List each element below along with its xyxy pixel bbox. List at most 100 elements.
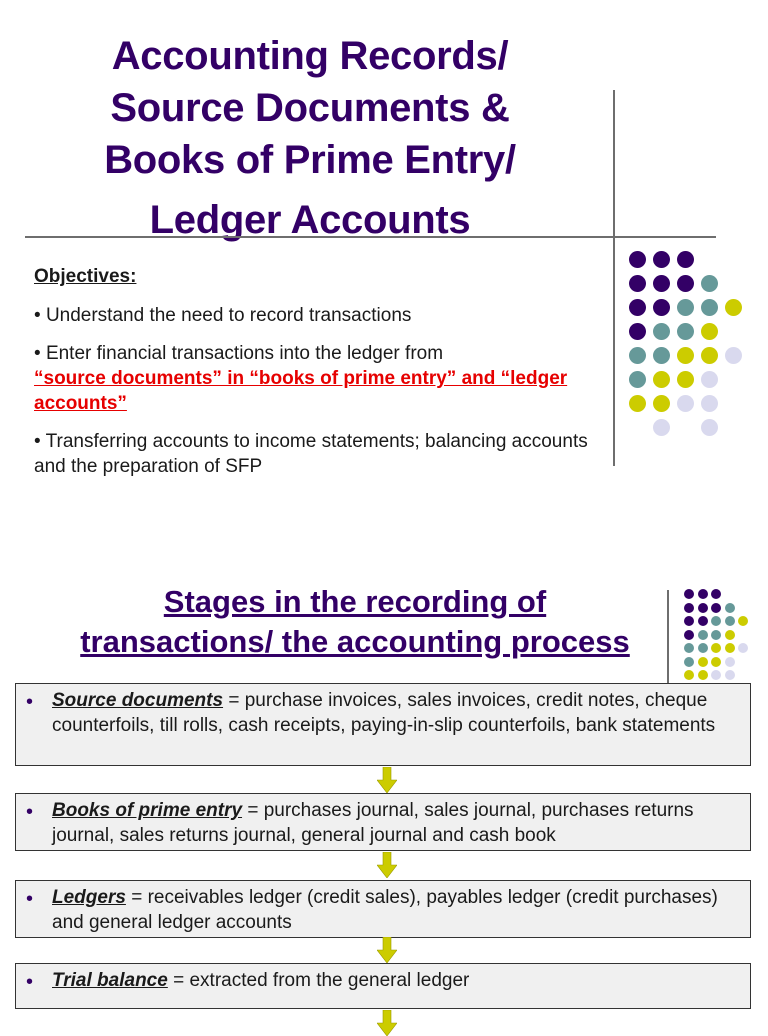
objectives-heading: Objectives: <box>34 266 137 287</box>
bullet-icon: • <box>26 691 34 713</box>
decorative-dot <box>628 322 646 340</box>
stage-term: Ledgers <box>52 887 126 908</box>
decorative-dot <box>711 670 721 680</box>
stage-term: Trial balance <box>52 970 168 991</box>
stage-term: Books of prime entry <box>52 800 243 821</box>
objective-text: Transferring accounts to income statemen… <box>34 431 588 477</box>
decorative-dot <box>628 346 646 364</box>
down-arrow-icon <box>377 1010 397 1036</box>
decorative-dot <box>697 602 708 613</box>
decorative-dot <box>628 370 646 388</box>
decorative-dot <box>724 643 735 653</box>
decorative-dot <box>628 394 646 412</box>
decorative-dot <box>700 418 718 436</box>
objective-text: Enter financial transactions into the le… <box>45 343 444 364</box>
decorative-dot <box>700 346 718 364</box>
objectives-section: Objectives: • Understand the need to rec… <box>34 264 594 492</box>
decorative-dot <box>684 589 694 599</box>
bullet: • <box>34 305 41 326</box>
slide2-title-line-1: Stages in the recording of <box>163 584 547 619</box>
decorative-dot <box>684 602 694 613</box>
decorative-dot <box>724 629 735 640</box>
decorative-dot <box>738 643 748 653</box>
bullet-icon: • <box>26 801 34 823</box>
down-arrow-icon <box>377 767 397 793</box>
slide1-title-line-4: Ledger Accounts <box>149 198 471 242</box>
stage-box-ledgers: • Ledgers = receivables ledger (credit s… <box>15 880 751 938</box>
decorative-dot <box>711 616 721 626</box>
stage-separator: = <box>223 690 245 711</box>
decorative-dot <box>697 616 708 626</box>
objective-item-2: • Enter financial transactions into the … <box>34 341 594 416</box>
decorative-dot <box>652 322 670 340</box>
decorative-dot <box>697 629 708 640</box>
decorative-dot <box>700 274 718 292</box>
decorative-dot <box>652 274 670 292</box>
decorative-dot <box>724 602 735 613</box>
decorative-dot <box>700 394 718 412</box>
decorative-dot <box>697 643 708 653</box>
decorative-dot <box>700 298 718 316</box>
decorative-dot <box>628 298 646 316</box>
decorative-dot <box>652 370 670 388</box>
stage-separator: = <box>125 887 148 908</box>
decorative-dot <box>697 656 708 667</box>
decorative-dot <box>697 589 708 599</box>
slide2-divider-vertical <box>667 590 669 684</box>
decorative-dot <box>684 616 694 626</box>
slide1-title-line-2: Source Documents & <box>110 86 510 130</box>
slide1-title-line-1: Accounting Records/ <box>111 34 509 78</box>
decorative-dot <box>738 616 748 626</box>
decorative-dot <box>684 670 694 680</box>
objective-highlight: “source documents” in “books of prime en… <box>34 368 568 414</box>
title-divider-vertical <box>613 90 615 466</box>
stage-box-books-of-prime-entry: • Books of prime entry = purchases journ… <box>15 793 751 851</box>
slide1-title: Accounting Records/ Source Documents & B… <box>40 30 580 246</box>
objective-item-3: • Transferring accounts to income statem… <box>34 429 594 479</box>
objective-text: Understand the need to record transactio… <box>45 305 412 326</box>
decorative-dot <box>700 322 718 340</box>
decorative-dot <box>652 298 670 316</box>
down-arrow-icon <box>377 852 397 878</box>
stage-box-trial-balance: • Trial balance = extracted from the gen… <box>15 963 751 1009</box>
decorative-dot <box>724 616 735 626</box>
bullet: • <box>34 343 41 364</box>
slide1-title-line-3: Books of Prime Entry/ <box>104 138 516 182</box>
decorative-dot <box>684 643 694 653</box>
objective-item-1: • Understand the need to record transact… <box>34 303 594 328</box>
bullet: • <box>34 431 41 452</box>
decorative-dot <box>684 629 694 640</box>
decorative-dot <box>676 394 694 412</box>
stage-separator: = <box>242 800 264 821</box>
decorative-dot <box>652 250 670 268</box>
decorative-dot <box>628 250 646 268</box>
decorative-dot <box>628 274 646 292</box>
bullet-icon: • <box>26 888 34 910</box>
decorative-dot <box>700 370 718 388</box>
stage-separator: = <box>167 970 190 991</box>
stage-description: purchase invoices, sales invoices, credi… <box>52 690 716 736</box>
decorative-dot <box>676 298 694 316</box>
decorative-dot <box>684 656 694 667</box>
decorative-dot <box>711 589 721 599</box>
decorative-dot <box>711 643 721 653</box>
decorative-dot <box>676 322 694 340</box>
slide2-title: Stages in the recording of transactions/… <box>40 582 670 662</box>
decorative-dot <box>652 394 670 412</box>
decorative-dot <box>676 274 694 292</box>
stage-description: receivables ledger (credit sales), payab… <box>52 887 718 933</box>
decorative-dot <box>676 346 694 364</box>
decorative-dot <box>724 656 735 667</box>
stage-term: Source documents <box>52 690 224 711</box>
decorative-dot <box>724 346 742 364</box>
decorative-dot <box>724 298 742 316</box>
decorative-dot <box>676 250 694 268</box>
decorative-dot <box>724 670 735 680</box>
stage-description: purchases journal, sales journal, purcha… <box>52 800 694 846</box>
stage-description: extracted from the general ledger <box>189 970 470 991</box>
slide2-title-line-2: transactions/ the accounting process <box>80 624 630 659</box>
decorative-dot <box>711 602 721 613</box>
decorative-dot <box>711 656 721 667</box>
decorative-dot <box>711 629 721 640</box>
decorative-dot <box>676 370 694 388</box>
